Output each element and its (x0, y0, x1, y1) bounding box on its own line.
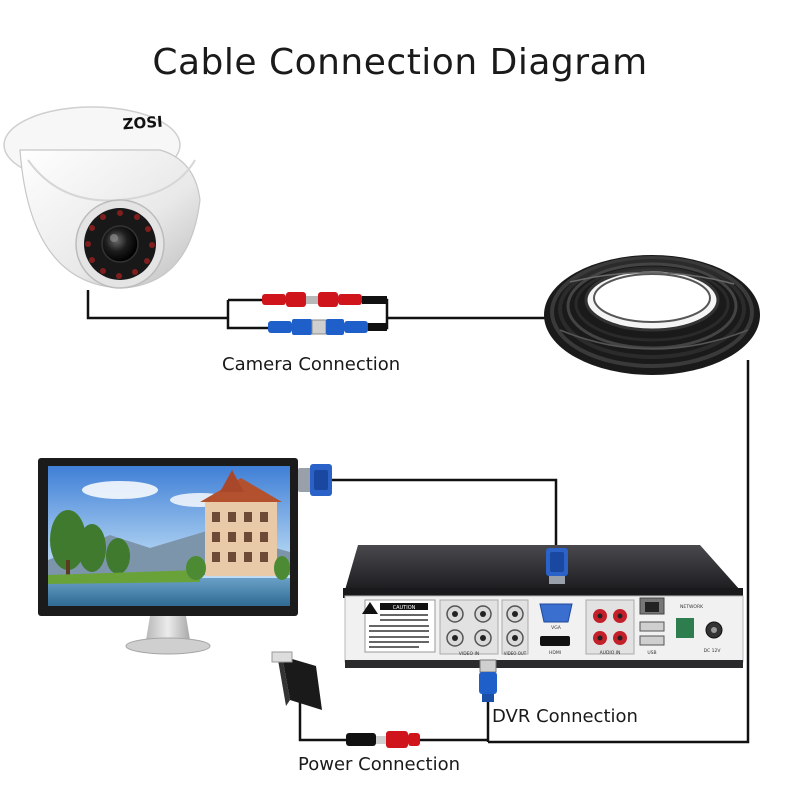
dc-label: DC 12V (704, 648, 722, 654)
monitor (38, 458, 298, 655)
dvr-bnc-plug (479, 659, 497, 702)
camera-video-plug (268, 319, 387, 335)
monitor-stand (146, 616, 190, 640)
dc-power-port: DC 12V (676, 618, 723, 654)
hdmi-label: HDMI (549, 650, 561, 656)
network-label: NETWORK (680, 604, 704, 610)
video-out-label: VIDEO OUT (504, 651, 527, 656)
vga-label: VGA (551, 625, 562, 631)
power-lead-line (298, 698, 346, 742)
dvr-connection-label: DVR Connection (492, 706, 638, 727)
caution-text: CAUTION (393, 605, 416, 611)
cable-coil (544, 255, 760, 375)
power-plug-pair (346, 731, 420, 748)
monitor-vga-plug (298, 464, 332, 496)
camera-connection-label: Camera Connection (222, 354, 401, 375)
video-in-ports: VIDEO IN (439, 599, 499, 657)
ir-leds (85, 210, 155, 279)
audio-in-label: AUDIO IN (600, 650, 621, 656)
power-connection-label: Power Connection (298, 754, 460, 775)
camera-lead-line (86, 290, 228, 320)
dvr-recorder: CAUTION VIDEO IN (343, 545, 744, 668)
power-adapter (271, 651, 322, 710)
vga-line (330, 478, 558, 550)
dome-camera: ZOSI (3, 106, 201, 289)
video-in-label: VIDEO IN (459, 651, 479, 657)
camera-power-plug (262, 292, 387, 307)
diagram-title: Cable Connection Diagram (152, 42, 648, 83)
camera-brand-logo: ZOSI (122, 113, 163, 134)
audio-in-ports: AUDIO IN (585, 599, 635, 656)
network-usb-ports: NETWORK USB (639, 597, 704, 656)
usb-label: USB (647, 650, 656, 656)
vga-hdmi-ports: VGA HDMI (539, 603, 573, 656)
video-out-ports: VIDEO OUT (501, 599, 529, 656)
dvr-vga-plug (546, 548, 568, 584)
coil-down-line (488, 360, 750, 744)
